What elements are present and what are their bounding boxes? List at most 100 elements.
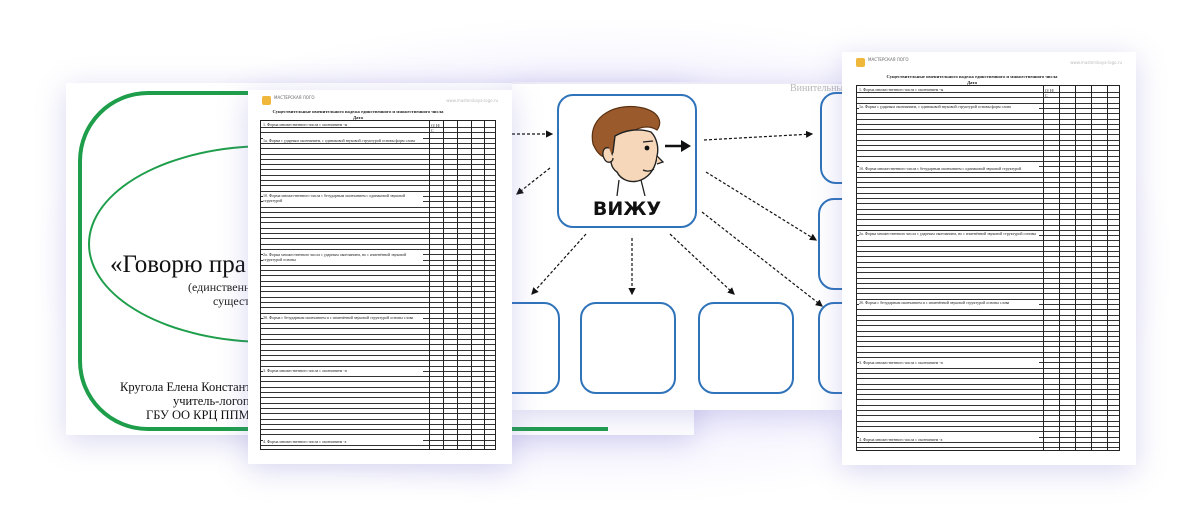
table-rule [857,420,1119,422]
section-label: 1б. Форма множественного числа с безудар… [859,166,1039,171]
table-rule [857,447,1119,449]
worksheet-url: www.masterskaya-logo.ru [1070,60,1122,65]
table-rule [857,155,1119,157]
worksheet-url: www.masterskaya-logo.ru [446,98,498,103]
table-rule [857,92,1119,93]
table-rule [261,206,495,208]
worksheet-table: О/ Н/ С 1. Форма множественного числа с … [260,120,496,450]
table-rule [857,229,1119,231]
table-rule [857,198,1119,199]
table-rule [857,182,1119,184]
table-rule [261,180,495,181]
table-rule [857,272,1119,274]
worksheet-table: О/ Н/ С 1. Форма множественного числа с … [856,85,1120,451]
table-rule [857,335,1119,337]
table-rule [261,423,495,425]
answer-box-bottom-3 [698,302,794,394]
table-rule [857,219,1119,221]
table-rule [261,127,495,128]
section-label: 1б. Форма множественного числа с безудар… [263,193,423,203]
section-label: 1а. Форма с ударным окончанием, с одинак… [859,104,1039,109]
center-card: ВИЖУ [557,94,697,228]
answer-box-bottom-1 [512,302,560,394]
table-rule [857,208,1119,210]
section-label: 2б. Форма с безударным окончанием и с из… [263,315,423,320]
table-rule [261,413,495,415]
diagram-heading: Винительны [790,83,842,94]
table-rule [857,341,1119,343]
table-rule [261,397,495,399]
table-rule [261,275,495,277]
table-rule [261,407,495,409]
table-rule [857,251,1119,252]
table-rule [261,153,495,155]
worksheet-marks: О/ Н/ С [1045,88,1054,98]
table-rule [857,282,1119,284]
table-rule [857,129,1119,131]
table-rule [857,330,1119,332]
table-rule [857,383,1119,385]
table-rule [857,213,1119,215]
table-rule [857,145,1119,146]
table-rule [261,392,495,393]
table-rule [261,222,495,224]
table-rule [857,351,1119,353]
table-rule [857,415,1119,417]
section-label: 4. Форма множественного числа с окончани… [263,439,423,444]
table-rule [261,211,495,213]
table-rule [261,360,495,362]
cover-title: «Говорю пра [110,251,246,278]
cover-author: Кругола Елена Константинов [120,380,277,394]
table-rule [261,307,495,309]
worksheet-heading: Существительные именительного падежа еди… [886,74,1058,85]
cover-organization: ГБУ ОО КРЦ ППМСС [146,408,267,422]
table-rule [857,176,1119,178]
section-label: 2а. Форма множественного числа с ударным… [859,231,1039,236]
answer-box-bottom-4 [818,302,842,394]
table-rule [857,372,1119,374]
table-rule [261,386,495,388]
table-rule [857,404,1119,406]
table-rule [857,399,1119,401]
table-rule [261,264,495,266]
worksheet-left: МАСТЕРСКАЯ ЛОГО www.masterskaya-logo.ru … [248,90,512,464]
table-rule [261,328,495,330]
answer-box-bottom-2 [580,302,676,394]
table-rule [857,388,1119,390]
table-rule [261,296,495,298]
table-rule [857,113,1119,115]
table-rule [261,344,495,346]
table-rule [857,298,1119,300]
table-rule [857,266,1119,268]
boy-looking-right-icon [591,105,691,196]
table-rule [261,354,495,356]
center-word: ВИЖУ [592,198,662,220]
table-rule [261,286,495,287]
table-rule [857,319,1119,321]
table-rule [857,118,1119,120]
table-rule [261,445,495,446]
table-rule [261,365,495,367]
table-rule [261,270,495,272]
table-rule [857,378,1119,380]
table-rule [857,309,1119,311]
table-rule [261,243,495,245]
table-rule [261,402,495,404]
section-label: 2а. Форма множественного числа с ударным… [263,252,423,262]
table-rule [261,376,495,378]
table-rule [857,256,1119,258]
table-rule [261,238,495,240]
table-rule [857,245,1119,247]
table-rule [857,261,1119,263]
answer-box-middle-right [818,198,842,290]
table-rule [857,240,1119,242]
table-rule [261,301,495,303]
table-rule [261,418,495,420]
table-rule [261,169,495,171]
table-rule [261,190,495,192]
table-rule [261,434,495,436]
table-rule [857,346,1119,348]
section-label: 1а. Форма с ударным окончанием, с одинак… [263,138,423,143]
table-rule [261,333,495,335]
table-rule [857,97,1119,99]
